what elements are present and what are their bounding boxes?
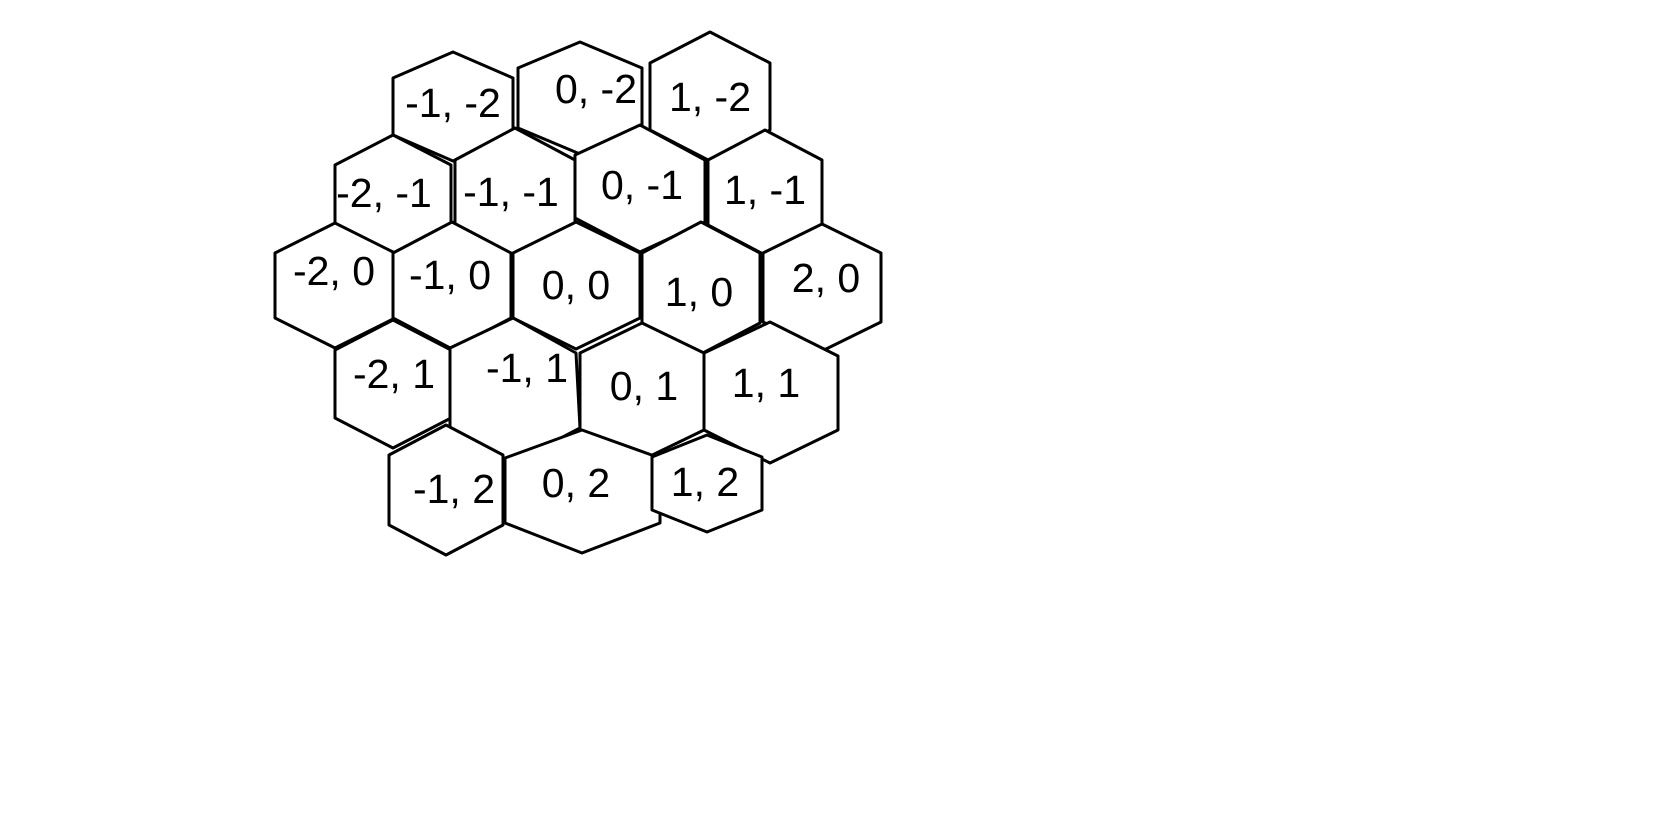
hex-cell: -1, -2 xyxy=(391,50,515,163)
hex-label: -1, 2 xyxy=(413,466,495,512)
hex-label: 1, 0 xyxy=(665,269,733,315)
hex-label: 1, 1 xyxy=(732,360,800,406)
hex-label: 1, -2 xyxy=(669,74,751,120)
hex-label: -2, -1 xyxy=(336,170,432,216)
hex-cell: 1, 0 xyxy=(640,220,762,356)
hex-cell: 1, 2 xyxy=(650,433,764,534)
hex-label: 1, 2 xyxy=(671,459,739,505)
hex-label: 0, -1 xyxy=(601,162,683,208)
hex-cell: -2, -1 xyxy=(333,133,453,258)
hex-label: -1, 1 xyxy=(486,345,568,391)
hex-cell: 0, -1 xyxy=(573,123,707,254)
hex-cell: -1, 2 xyxy=(387,423,505,557)
hex-label: 0, 1 xyxy=(610,363,678,409)
hex-label: 1, -1 xyxy=(724,167,806,213)
hex-label: -2, 0 xyxy=(293,248,375,294)
hex-label: 0, 2 xyxy=(542,460,610,506)
hex-cell: -1, -1 xyxy=(453,126,577,259)
hex-label: 0, -2 xyxy=(555,66,637,112)
hex-label: 2, 0 xyxy=(792,255,860,301)
hex-label: 0, 0 xyxy=(542,262,610,308)
hex-cell: 1, 1 xyxy=(702,320,840,465)
hex-cell: 2, 0 xyxy=(761,222,883,353)
hex-label: -1, -1 xyxy=(463,169,559,215)
hex-cell: 0, 2 xyxy=(503,428,662,555)
hex-cell: 0, 0 xyxy=(511,220,642,351)
hex-cell: -1, 1 xyxy=(448,316,582,465)
hex-cell: 0, -2 xyxy=(516,40,644,156)
hex-label: -1, 0 xyxy=(409,252,491,298)
hex-cell: 0, 1 xyxy=(578,321,706,462)
hex-label: -1, -2 xyxy=(405,80,501,126)
hex-label: -2, 1 xyxy=(353,351,435,397)
hex-cell: -2, 0 xyxy=(273,221,397,350)
